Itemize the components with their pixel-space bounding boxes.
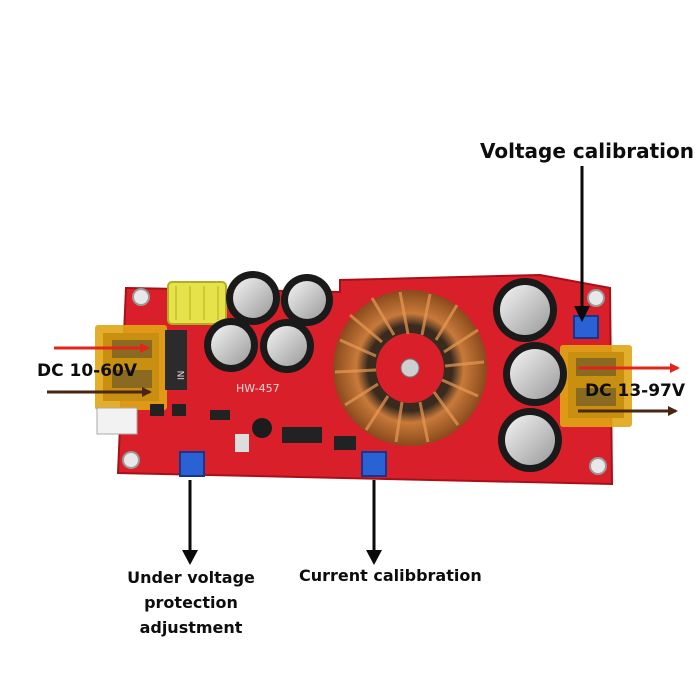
board-silkscreen-model: HW-457 — [236, 382, 280, 395]
current-trimmer — [361, 451, 387, 477]
under-voltage-pointer — [182, 480, 198, 565]
input-capacitors — [204, 271, 333, 373]
board-silkscreen-in: IN — [177, 371, 187, 380]
toroid-inductor — [333, 290, 487, 446]
voltage-calibration-label: Voltage calibration — [480, 139, 695, 163]
under-voltage-trimmer — [179, 451, 205, 477]
under-voltage-label: Under voltage protection adjustment — [113, 565, 269, 640]
output-capacitors — [493, 278, 567, 472]
under-voltage-line-2: protection — [144, 593, 238, 612]
control-circuit — [150, 404, 356, 452]
output-voltage-label: DC 13-97V — [585, 381, 686, 401]
fuse — [167, 281, 227, 325]
voltage-trimmer — [573, 315, 599, 339]
under-voltage-line-3: adjustment — [139, 618, 243, 637]
current-calibration-label: Current calibbration — [299, 566, 482, 585]
under-voltage-line-1: Under voltage — [127, 568, 255, 587]
current-calibration-pointer — [366, 480, 382, 565]
voltage-calibration-pointer — [574, 166, 590, 322]
input-voltage-label: DC 10-60V — [37, 361, 138, 381]
